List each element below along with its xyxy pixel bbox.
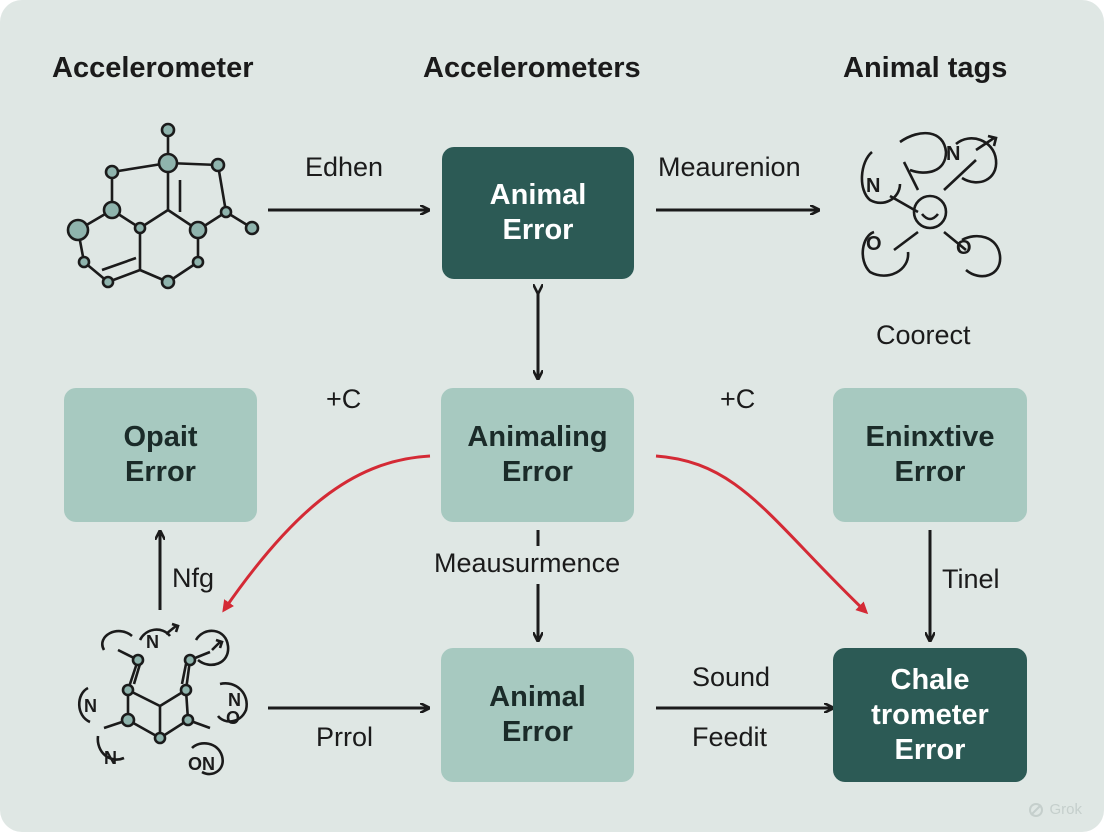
svg-text:N: N	[866, 175, 880, 197]
label-prrol: Prrol	[316, 722, 374, 752]
red-arrow-right	[655, 454, 869, 615]
svg-text:N: N	[946, 143, 960, 165]
box-animal-error-bottom: Animal Error	[441, 648, 634, 782]
title-animal-tags: Animal tags	[843, 52, 1008, 84]
label-sound: Sound	[692, 662, 771, 692]
box-line: Error	[894, 733, 966, 766]
svg-text:O: O	[866, 233, 882, 255]
molecule-top-right	[860, 131, 1002, 278]
svg-text:N: N	[84, 696, 97, 716]
box-line: Chale	[890, 663, 970, 696]
label-meaurenion: Meaurenion	[658, 152, 801, 182]
label-nfg: Nfg	[172, 563, 215, 593]
box-line: Error	[894, 456, 966, 488]
box-chale-trometer-error: Chale trometer Error	[833, 648, 1027, 782]
svg-text:O: O	[226, 708, 240, 728]
box-opait-error: Opait Error	[64, 388, 257, 522]
svg-text:O: O	[956, 237, 972, 259]
box-line: Eninxtive	[865, 421, 995, 453]
molecule-bottom-left-atoms: N N N O N ON	[84, 632, 241, 774]
label-meausurmence: Meausurmence	[434, 548, 621, 578]
box-line: trometer	[871, 698, 989, 731]
label-plus-c-right: +C	[720, 384, 756, 414]
box-line: Error	[502, 214, 574, 246]
box-line: Animal	[489, 179, 587, 211]
label-plus-c-left: +C	[326, 384, 362, 414]
box-animaling-error: Animaling Error	[441, 388, 634, 522]
box-eninxtive-error: Eninxtive Error	[833, 388, 1027, 522]
box-line: Animal	[489, 681, 586, 713]
svg-text:ON: ON	[188, 754, 215, 774]
label-feedit: Feedit	[692, 722, 768, 752]
title-accelerometer: Accelerometer	[52, 52, 254, 84]
molecule-top-left	[66, 122, 260, 290]
label-coorect: Coorect	[876, 320, 971, 350]
svg-text:N: N	[104, 748, 117, 768]
box-line: Error	[502, 456, 573, 488]
label-edhen: Edhen	[305, 152, 384, 182]
title-accelerometers: Accelerometers	[423, 52, 641, 84]
svg-text:N: N	[146, 632, 159, 652]
red-arrow-left	[222, 454, 431, 613]
svg-text:N: N	[228, 690, 241, 710]
grok-logo-icon	[1029, 802, 1044, 817]
box-animal-error-top: Animal Error	[442, 147, 634, 279]
box-line: Opait	[123, 421, 198, 453]
molecule-bottom-left	[77, 622, 248, 776]
watermark: Grok	[1028, 801, 1082, 818]
molecule-top-right-atoms: N N O O	[866, 143, 972, 259]
box-line: Error	[125, 456, 196, 488]
label-tinel: Tinel	[942, 564, 1000, 594]
box-line: Error	[502, 716, 573, 748]
watermark-text: Grok	[1049, 801, 1082, 818]
box-line: Animaling	[467, 421, 608, 453]
